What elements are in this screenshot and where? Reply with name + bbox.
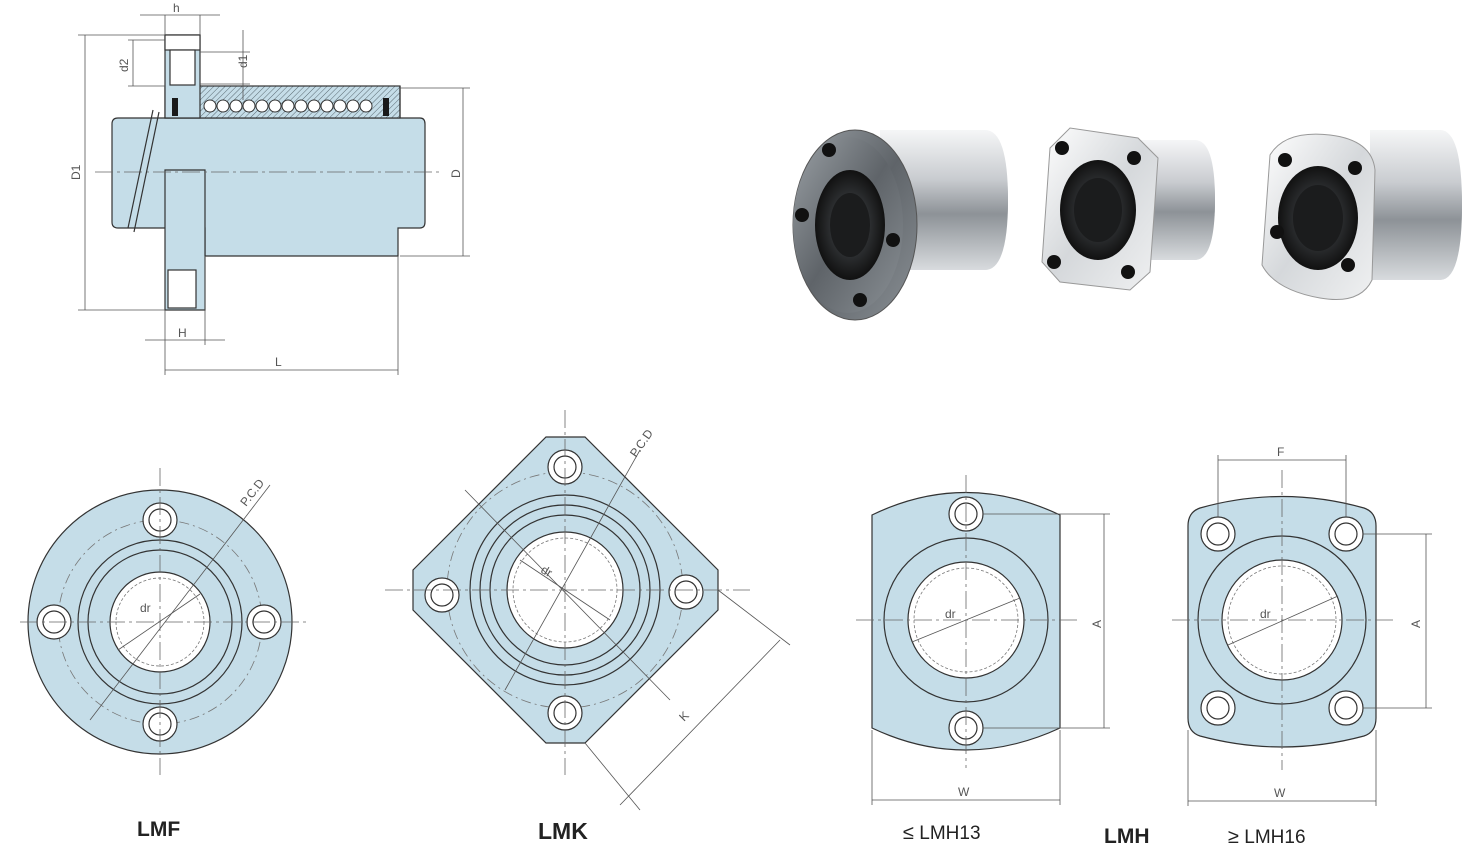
lmh-small-a-label: A <box>1090 620 1104 628</box>
lmf-view <box>20 468 310 775</box>
dim-label-D1: D1 <box>69 164 83 180</box>
lmh-small-subcaption: ≤ LMH13 <box>903 822 981 845</box>
square-flange-bearing-icon <box>1041 127 1215 291</box>
greater-equal-symbol: ≥ <box>1228 826 1239 848</box>
dim-label-H: H <box>178 326 187 340</box>
lmk-pcd-label: P.C.D <box>627 426 656 459</box>
lmh-large-subcaption: ≥ LMH16 <box>1228 826 1306 849</box>
lmk-caption: LMK <box>538 818 588 844</box>
lmh-large-w-label: W <box>1274 786 1286 800</box>
lmf-caption: LMF <box>137 818 181 841</box>
lmh-caption: LMH <box>1104 825 1150 848</box>
lmf-dr-label: dr <box>140 601 151 615</box>
lmh-large-sub-label: LMH16 <box>1244 827 1306 848</box>
lmf-pcd-label: P.C.D <box>237 476 267 509</box>
lmh-large-dr-label: dr <box>1260 607 1271 621</box>
lmk-view <box>385 410 791 811</box>
ball-row <box>203 99 373 113</box>
sleeve-body <box>111 117 426 257</box>
lmh-large-a-label: A <box>1409 620 1423 628</box>
lmh-large-view <box>1172 455 1432 806</box>
lmh-small-sub-label: LMH13 <box>919 823 981 844</box>
round-flange-bearing-icon <box>792 129 1008 321</box>
section-view <box>95 34 440 311</box>
dim-label-h: h <box>173 1 180 15</box>
outer-shell <box>164 85 401 119</box>
lmh-small-view <box>856 475 1110 805</box>
lmh-small-w-label: W <box>958 785 970 799</box>
dim-label-d2: d2 <box>117 58 131 72</box>
oval-flange-bearing-icon <box>1261 130 1462 300</box>
section-dimensions <box>78 14 470 375</box>
seal-right <box>383 98 389 116</box>
dim-label-D: D <box>449 169 463 178</box>
lmh-large-f-label: F <box>1277 445 1284 459</box>
lmh-small-dr-label: dr <box>945 607 956 621</box>
dim-label-d1: d1 <box>236 54 250 68</box>
seal-left <box>172 98 178 116</box>
lmk-k-label: K <box>676 709 692 725</box>
dim-label-L: L <box>275 355 282 369</box>
less-equal-symbol: ≤ <box>903 822 914 844</box>
